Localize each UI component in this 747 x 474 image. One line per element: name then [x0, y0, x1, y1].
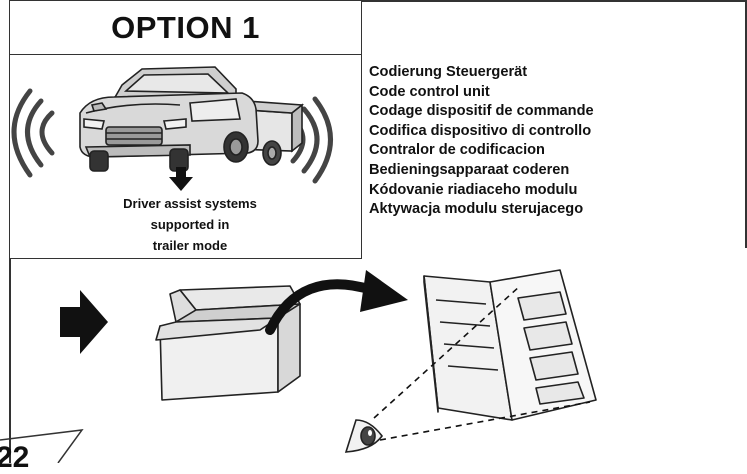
car-scene [11, 66, 333, 191]
coding-line: Codierung Steuergerät [369, 64, 528, 80]
left-rule [9, 259, 11, 463]
coding-line: Bedieningsapparaat coderen [369, 161, 570, 178]
coding-line: Code control unit [369, 83, 490, 100]
page-number: 22 [0, 441, 30, 474]
coding-line: Kódovanie riadiaceho modulu [369, 181, 578, 198]
open-box-icon [155, 285, 301, 401]
right-arrow-icon [60, 290, 108, 354]
car-caption: Driver assist systems supported in trail… [90, 193, 290, 256]
eye-icon [344, 419, 383, 453]
car-with-trailer-icon [79, 66, 259, 172]
top-rule [362, 0, 747, 2]
curved-arrow-icon [265, 270, 408, 335]
option-title: OPTION 1 [10, 1, 361, 55]
sensor-waves-icon-left [11, 88, 55, 178]
coding-line: Codage dispositif de commande [369, 103, 594, 120]
caption-line: Driver assist systems [123, 196, 257, 211]
manual-book-icon [423, 269, 597, 421]
coding-line: Codifica dispositivo di controllo [369, 122, 592, 139]
caption-line: supported in [150, 217, 230, 232]
coding-instructions: Codierung Steuergerät Code control unit … [369, 63, 594, 220]
right-rule [745, 0, 747, 248]
coding-line: Contralor de codificacion [369, 142, 545, 159]
caption-line: trailer mode [152, 238, 228, 253]
sight-lines [373, 285, 591, 441]
down-arrow-icon [169, 167, 193, 191]
option-panel: OPTION 1 [9, 0, 362, 259]
coding-line: Aktywacja modulu sterujacego [369, 201, 584, 218]
